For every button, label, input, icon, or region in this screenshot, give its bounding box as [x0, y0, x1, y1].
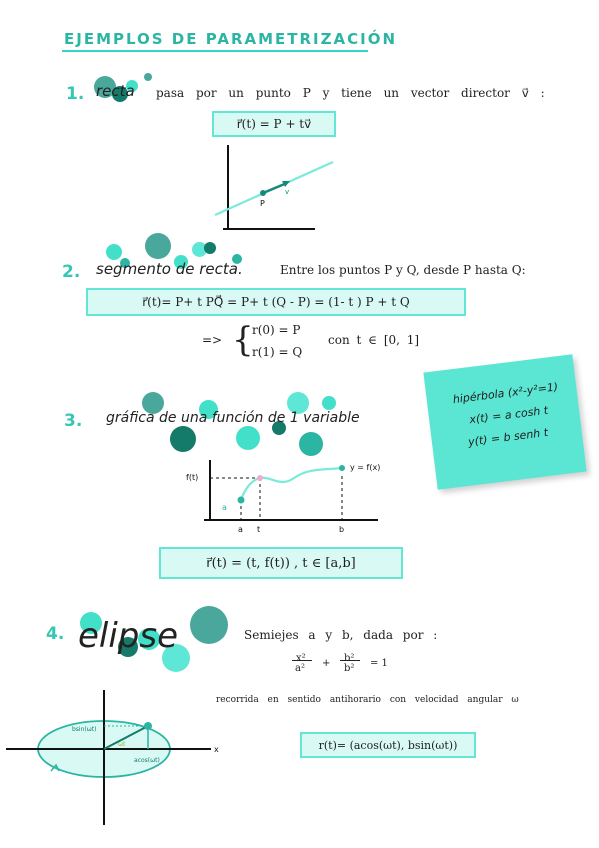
point-t — [257, 475, 263, 481]
decor-dot — [190, 606, 228, 644]
section-1-formula-box: r⃗(t) = P + tv⃗ — [212, 111, 336, 137]
tick-a: a — [238, 525, 243, 534]
decor-dot — [94, 76, 116, 98]
sticky-line-2: x(t) = a cosh t — [468, 403, 549, 427]
point-p — [260, 190, 266, 196]
decor-dot — [106, 244, 122, 260]
section-4-text: Semiejes a y b, dada por : — [244, 628, 438, 642]
decor-dot — [142, 392, 164, 414]
eq-y-bar — [340, 660, 360, 661]
decor-dot — [204, 242, 216, 254]
curve-label: y = f(x) — [350, 463, 380, 472]
angle-label: ωt — [118, 741, 126, 748]
y-axis-label: f(t) — [186, 473, 198, 482]
decor-dot — [138, 628, 160, 650]
section-4-text-2: recorrida en sentido antihorario con vel… — [216, 695, 519, 705]
section-4-number: 4. — [46, 624, 65, 644]
point-a — [237, 496, 245, 504]
eq-y-den: b² — [344, 663, 355, 674]
section-1-word: recta — [96, 82, 135, 100]
decor-dot — [322, 396, 336, 410]
section-2-formula-box: r⃗(t)= P+ t PQ⃗ = P+ t (Q - P) = (1- t )… — [86, 288, 466, 316]
decor-dot — [232, 254, 242, 264]
decor-dot — [144, 73, 152, 81]
decor-dot — [174, 255, 188, 269]
tick-t: t — [257, 525, 260, 534]
section-2-number: 2. — [62, 262, 81, 282]
vector-label: v — [285, 188, 289, 196]
point-p-label: P — [260, 199, 265, 208]
eq-y-num: b² — [344, 653, 355, 664]
decor-dot — [287, 392, 309, 414]
condition-2: r(1) = Q — [252, 345, 303, 359]
decor-dot — [170, 426, 196, 452]
eq-x-num: x² — [296, 653, 306, 664]
section-1-text: pasa por un punto P y tiene un vector di… — [156, 86, 545, 100]
point-on-ellipse — [144, 722, 152, 730]
decor-dot — [80, 612, 102, 634]
vector-arrowhead — [282, 181, 290, 187]
section-1-number: 1. — [66, 84, 85, 104]
eq-x-bar — [292, 660, 312, 661]
section-3-word: gráfica de una función de 1 variable — [106, 410, 360, 426]
section-2-word: segmento de recta. — [96, 260, 243, 278]
decor-dot — [118, 637, 138, 657]
section-2-text: Entre los puntos P y Q, desde P hasta Q: — [280, 263, 526, 277]
section-3-number: 3. — [64, 411, 83, 431]
tick-b: b — [339, 525, 344, 534]
sin-label: bsin(ωt) — [72, 726, 96, 733]
decor-dot — [145, 233, 171, 259]
decor-dot — [272, 421, 286, 435]
decor-dot — [126, 80, 138, 92]
section-3-formula-box: r⃗(t) = (t, f(t)) , t ∈ [a,b] — [159, 547, 403, 579]
direction-vector — [262, 181, 288, 195]
line-graph: P v — [214, 145, 334, 230]
radius-line — [103, 725, 149, 750]
section-4-formula-box: r(t)= (acos(ωt), bsin(ωt)) — [300, 732, 476, 758]
cos-label: acos(ωt) — [134, 757, 160, 764]
point-b — [339, 465, 345, 471]
decor-dot — [236, 426, 260, 450]
function-curve — [239, 466, 343, 501]
decor-dot — [299, 432, 323, 456]
function-graph: f(t) y = f(x) a a t b — [186, 460, 380, 534]
sticky-line-1: hipérbola (x²-y²=1) — [452, 380, 559, 407]
condition-range: con t ∈ [0, 1] — [328, 333, 420, 347]
decor-dot — [192, 242, 207, 257]
brace: { — [232, 320, 254, 360]
decor-dot — [162, 644, 190, 672]
sticky-line-3: y(t) = b senh t — [467, 425, 549, 449]
ellipse-equation: x² a² + b² b² = 1 — [292, 653, 392, 685]
decor-dot — [120, 258, 130, 268]
decor-dot — [112, 86, 128, 102]
condition-1: r(0) = P — [252, 323, 301, 337]
direction-arrow — [50, 763, 60, 772]
decor-dot — [199, 400, 218, 419]
title-underline — [62, 50, 368, 52]
eq-plus: + — [322, 658, 331, 669]
sticky-note-hyperbola: hipérbola (x²-y²=1) x(t) = a cosh t y(t)… — [423, 354, 587, 490]
eq-x-den: a² — [295, 663, 305, 674]
eq-equals: = 1 — [370, 658, 388, 669]
ellipse-graph: x bsin(ωt) acos(ωt) ωt — [6, 690, 219, 825]
section-4-word: elipse — [78, 616, 179, 656]
x-axis-label: x — [214, 745, 219, 754]
point-a-label: a — [222, 503, 227, 512]
page-title: EJEMPLOS DE PARAMETRIZACIÓN — [64, 30, 398, 48]
implies-arrow: => — [202, 333, 223, 347]
